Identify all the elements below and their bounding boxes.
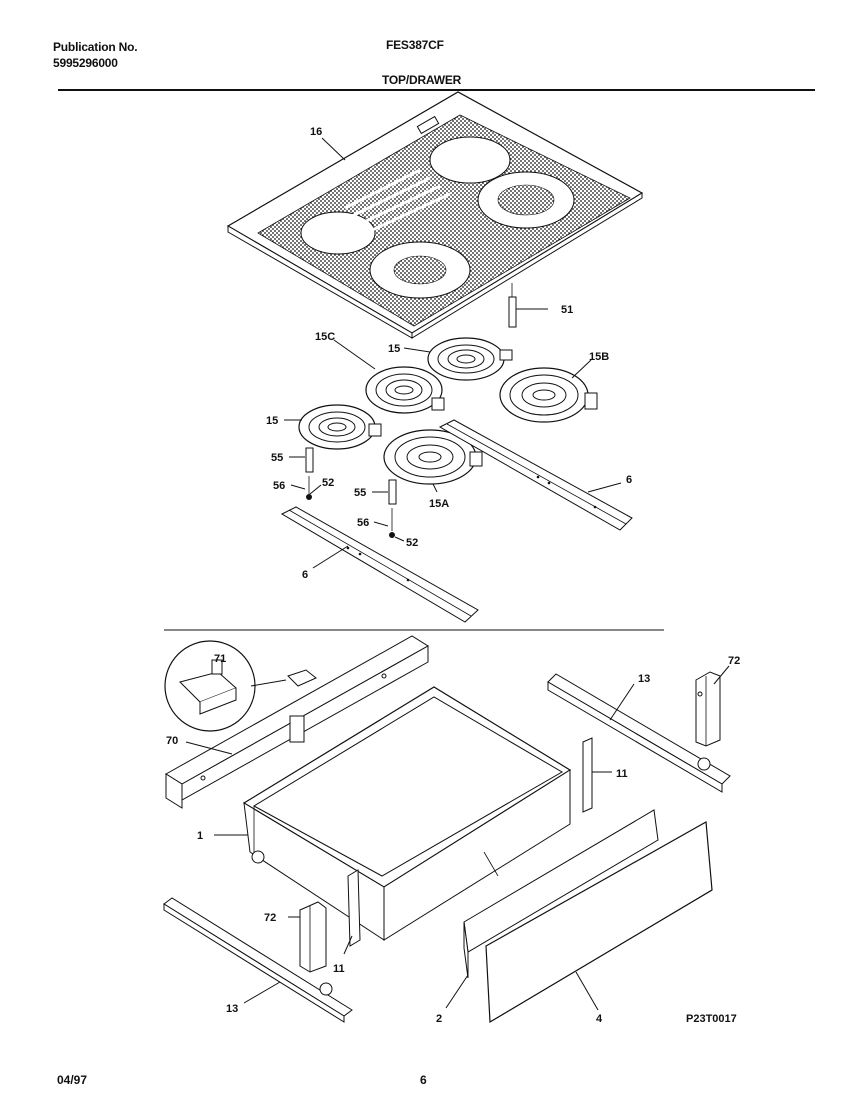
callout-13-bottom: 13	[226, 1003, 238, 1015]
callout-52-left: 52	[322, 477, 334, 489]
footer-date: 04/97	[57, 1073, 88, 1087]
surface-element-15a	[383, 429, 483, 485]
hinge-bracket-72-right	[695, 671, 721, 747]
leader-lines	[185, 137, 730, 1011]
callout-15c: 15C	[315, 331, 335, 343]
spacer-55-left	[305, 447, 314, 473]
surface-element-15-left	[298, 404, 382, 450]
callout-70: 70	[166, 735, 178, 747]
drawer-inner-panel-2	[463, 809, 659, 979]
drawer-slide-13-bottom	[163, 897, 353, 1023]
page-number: 6	[420, 1073, 427, 1087]
callout-13-top: 13	[638, 673, 650, 685]
callout-15b: 15B	[589, 351, 609, 363]
callout-55-mid: 55	[354, 487, 366, 499]
callout-6-right: 6	[626, 474, 632, 486]
callout-6-left: 6	[302, 569, 308, 581]
support-bracket-6-right	[438, 419, 633, 531]
support-bracket-6-left	[280, 506, 479, 623]
publication-number: 5995296000	[53, 56, 118, 70]
callout-52-mid: 52	[406, 537, 418, 549]
callout-1: 1	[197, 830, 203, 842]
callout-4: 4	[596, 1013, 603, 1025]
screw-56-mid	[389, 508, 395, 538]
callout-11-right: 11	[616, 768, 628, 780]
callout-51: 51	[561, 304, 573, 316]
callout-15a: 15A	[429, 498, 449, 510]
detail-inset-71	[164, 640, 317, 732]
bracket-11-left	[347, 869, 361, 947]
callout-16: 16	[310, 126, 322, 138]
spacer-55-mid	[388, 479, 397, 505]
callout-72-right: 72	[728, 655, 740, 667]
callout-72-left: 72	[264, 912, 276, 924]
drawing-code: P23T0017	[686, 1013, 737, 1025]
section-title: TOP/DRAWER	[382, 73, 462, 87]
cooktop-glass	[226, 91, 644, 339]
drawer-slide-13-top	[547, 673, 731, 793]
surface-element-15c	[365, 366, 445, 414]
sensor-part-51	[508, 283, 548, 328]
hinge-bracket-72-left	[299, 901, 327, 973]
model-number: FES387CF	[386, 38, 444, 52]
drawer-front-panel-4	[485, 821, 713, 1024]
callout-55-left: 55	[271, 452, 283, 464]
surface-element-15-top	[427, 337, 513, 381]
drawer-rail-70	[165, 635, 429, 809]
publication-label: Publication No.	[53, 40, 138, 54]
callout-15-left: 15	[266, 415, 278, 427]
callout-71: 71	[214, 653, 226, 665]
callout-11-left: 11	[333, 963, 345, 975]
callout-2: 2	[436, 1013, 442, 1025]
surface-element-15b	[499, 367, 598, 423]
header-rule	[58, 89, 815, 91]
callout-15-top: 15	[388, 343, 400, 355]
callout-56-mid: 56	[357, 517, 369, 529]
callout-56-left: 56	[273, 480, 285, 492]
screw-56-left	[306, 476, 312, 500]
bracket-11-right	[582, 737, 612, 813]
